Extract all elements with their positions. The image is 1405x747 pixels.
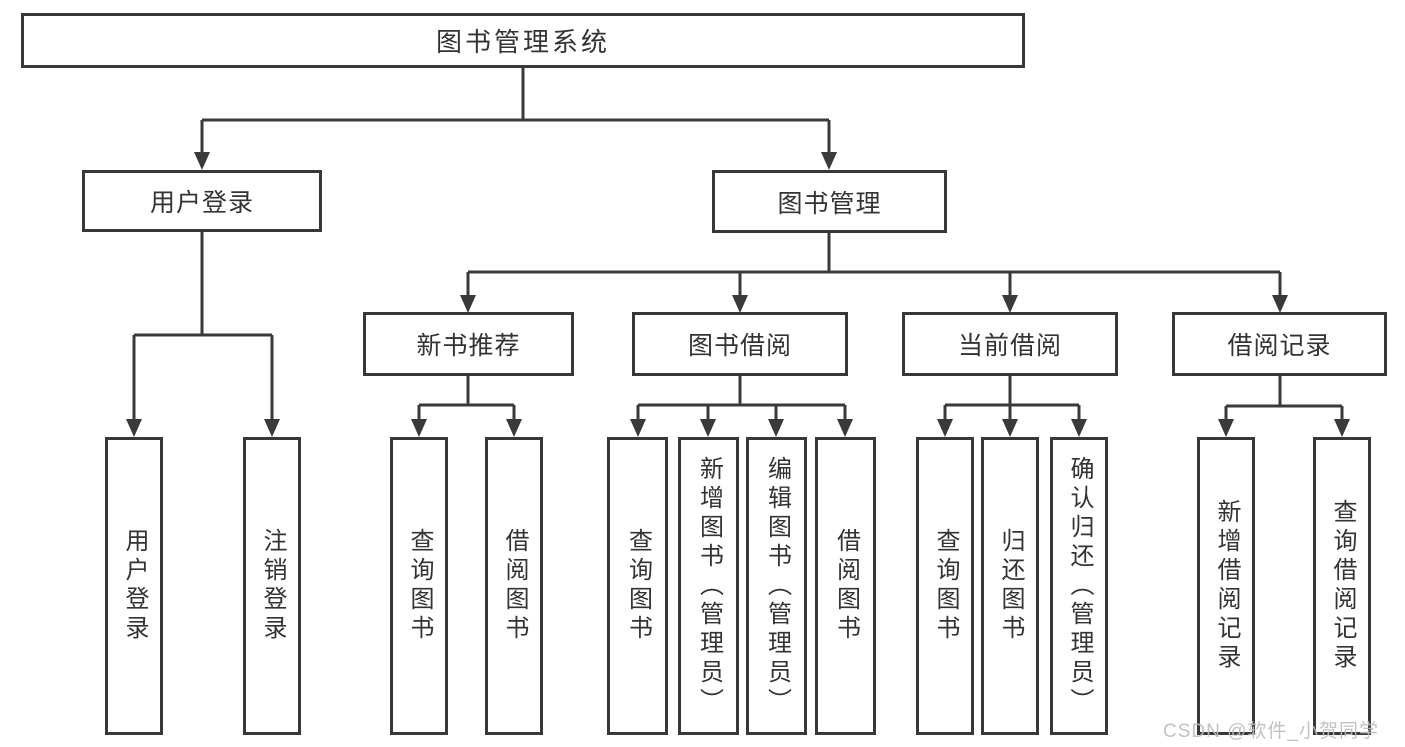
leaf-confirm-return-admin: 确认归还（管理员）: [1050, 437, 1108, 735]
leaf-query-books-recommend: 查询图书: [390, 437, 448, 735]
leaf-borrow-books: 借阅图书: [815, 437, 876, 735]
leaf-query-books-current: 查询图书: [916, 437, 974, 735]
leaf-borrow-books-recommend: 借阅图书: [485, 437, 543, 735]
node-current-borrow: 当前借阅: [902, 312, 1118, 376]
node-root: 图书管理系统: [21, 13, 1025, 68]
csdn-watermark: CSDN @软件_小贺同学: [1163, 721, 1379, 742]
node-user-login-branch: 用户登录: [82, 170, 322, 232]
leaf-query-books-borrow: 查询图书: [607, 437, 668, 735]
node-borrow-records: 借阅记录: [1172, 312, 1387, 376]
node-book-management: 图书管理: [712, 170, 947, 233]
leaf-logout: 注销登录: [243, 437, 301, 735]
leaf-add-borrow-record: 新增借阅记录: [1197, 437, 1255, 735]
leaf-user-login: 用户登录: [105, 437, 163, 735]
leaf-query-borrow-record: 查询借阅记录: [1313, 437, 1371, 735]
node-new-book-recommend: 新书推荐: [363, 312, 574, 376]
arrowheads: [126, 152, 1350, 437]
leaf-edit-books-admin: 编辑图书（管理员）: [746, 437, 807, 735]
leaf-add-books-admin: 新增图书（管理员）: [678, 437, 739, 735]
leaf-return-books: 归还图书: [981, 437, 1039, 735]
node-book-borrow: 图书借阅: [632, 312, 848, 376]
